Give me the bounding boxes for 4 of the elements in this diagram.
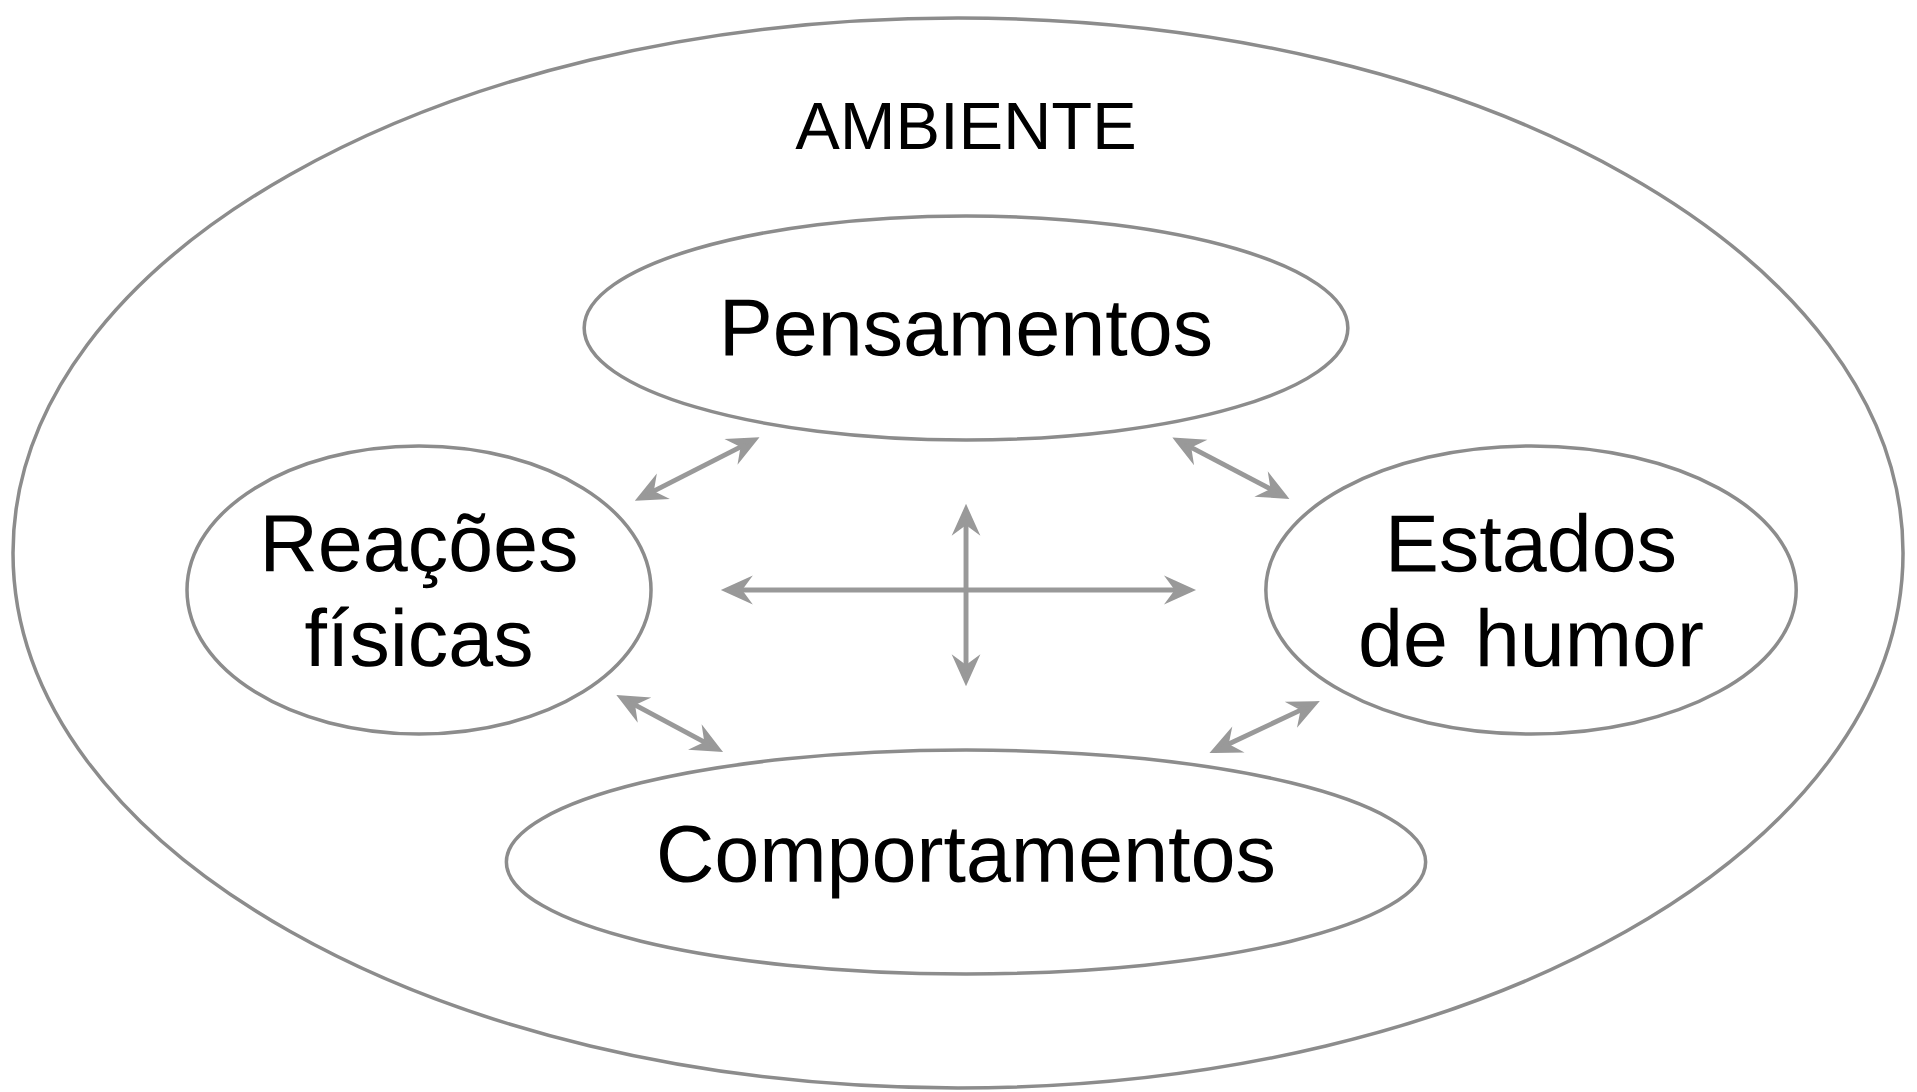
- ellipse-node: Reações físicas: [185, 444, 653, 736]
- ellipse-node: Pensamentos: [582, 214, 1350, 442]
- ellipse-node: Comportamentos: [504, 748, 1428, 976]
- ellipse-node: Estados de humor: [1264, 444, 1798, 736]
